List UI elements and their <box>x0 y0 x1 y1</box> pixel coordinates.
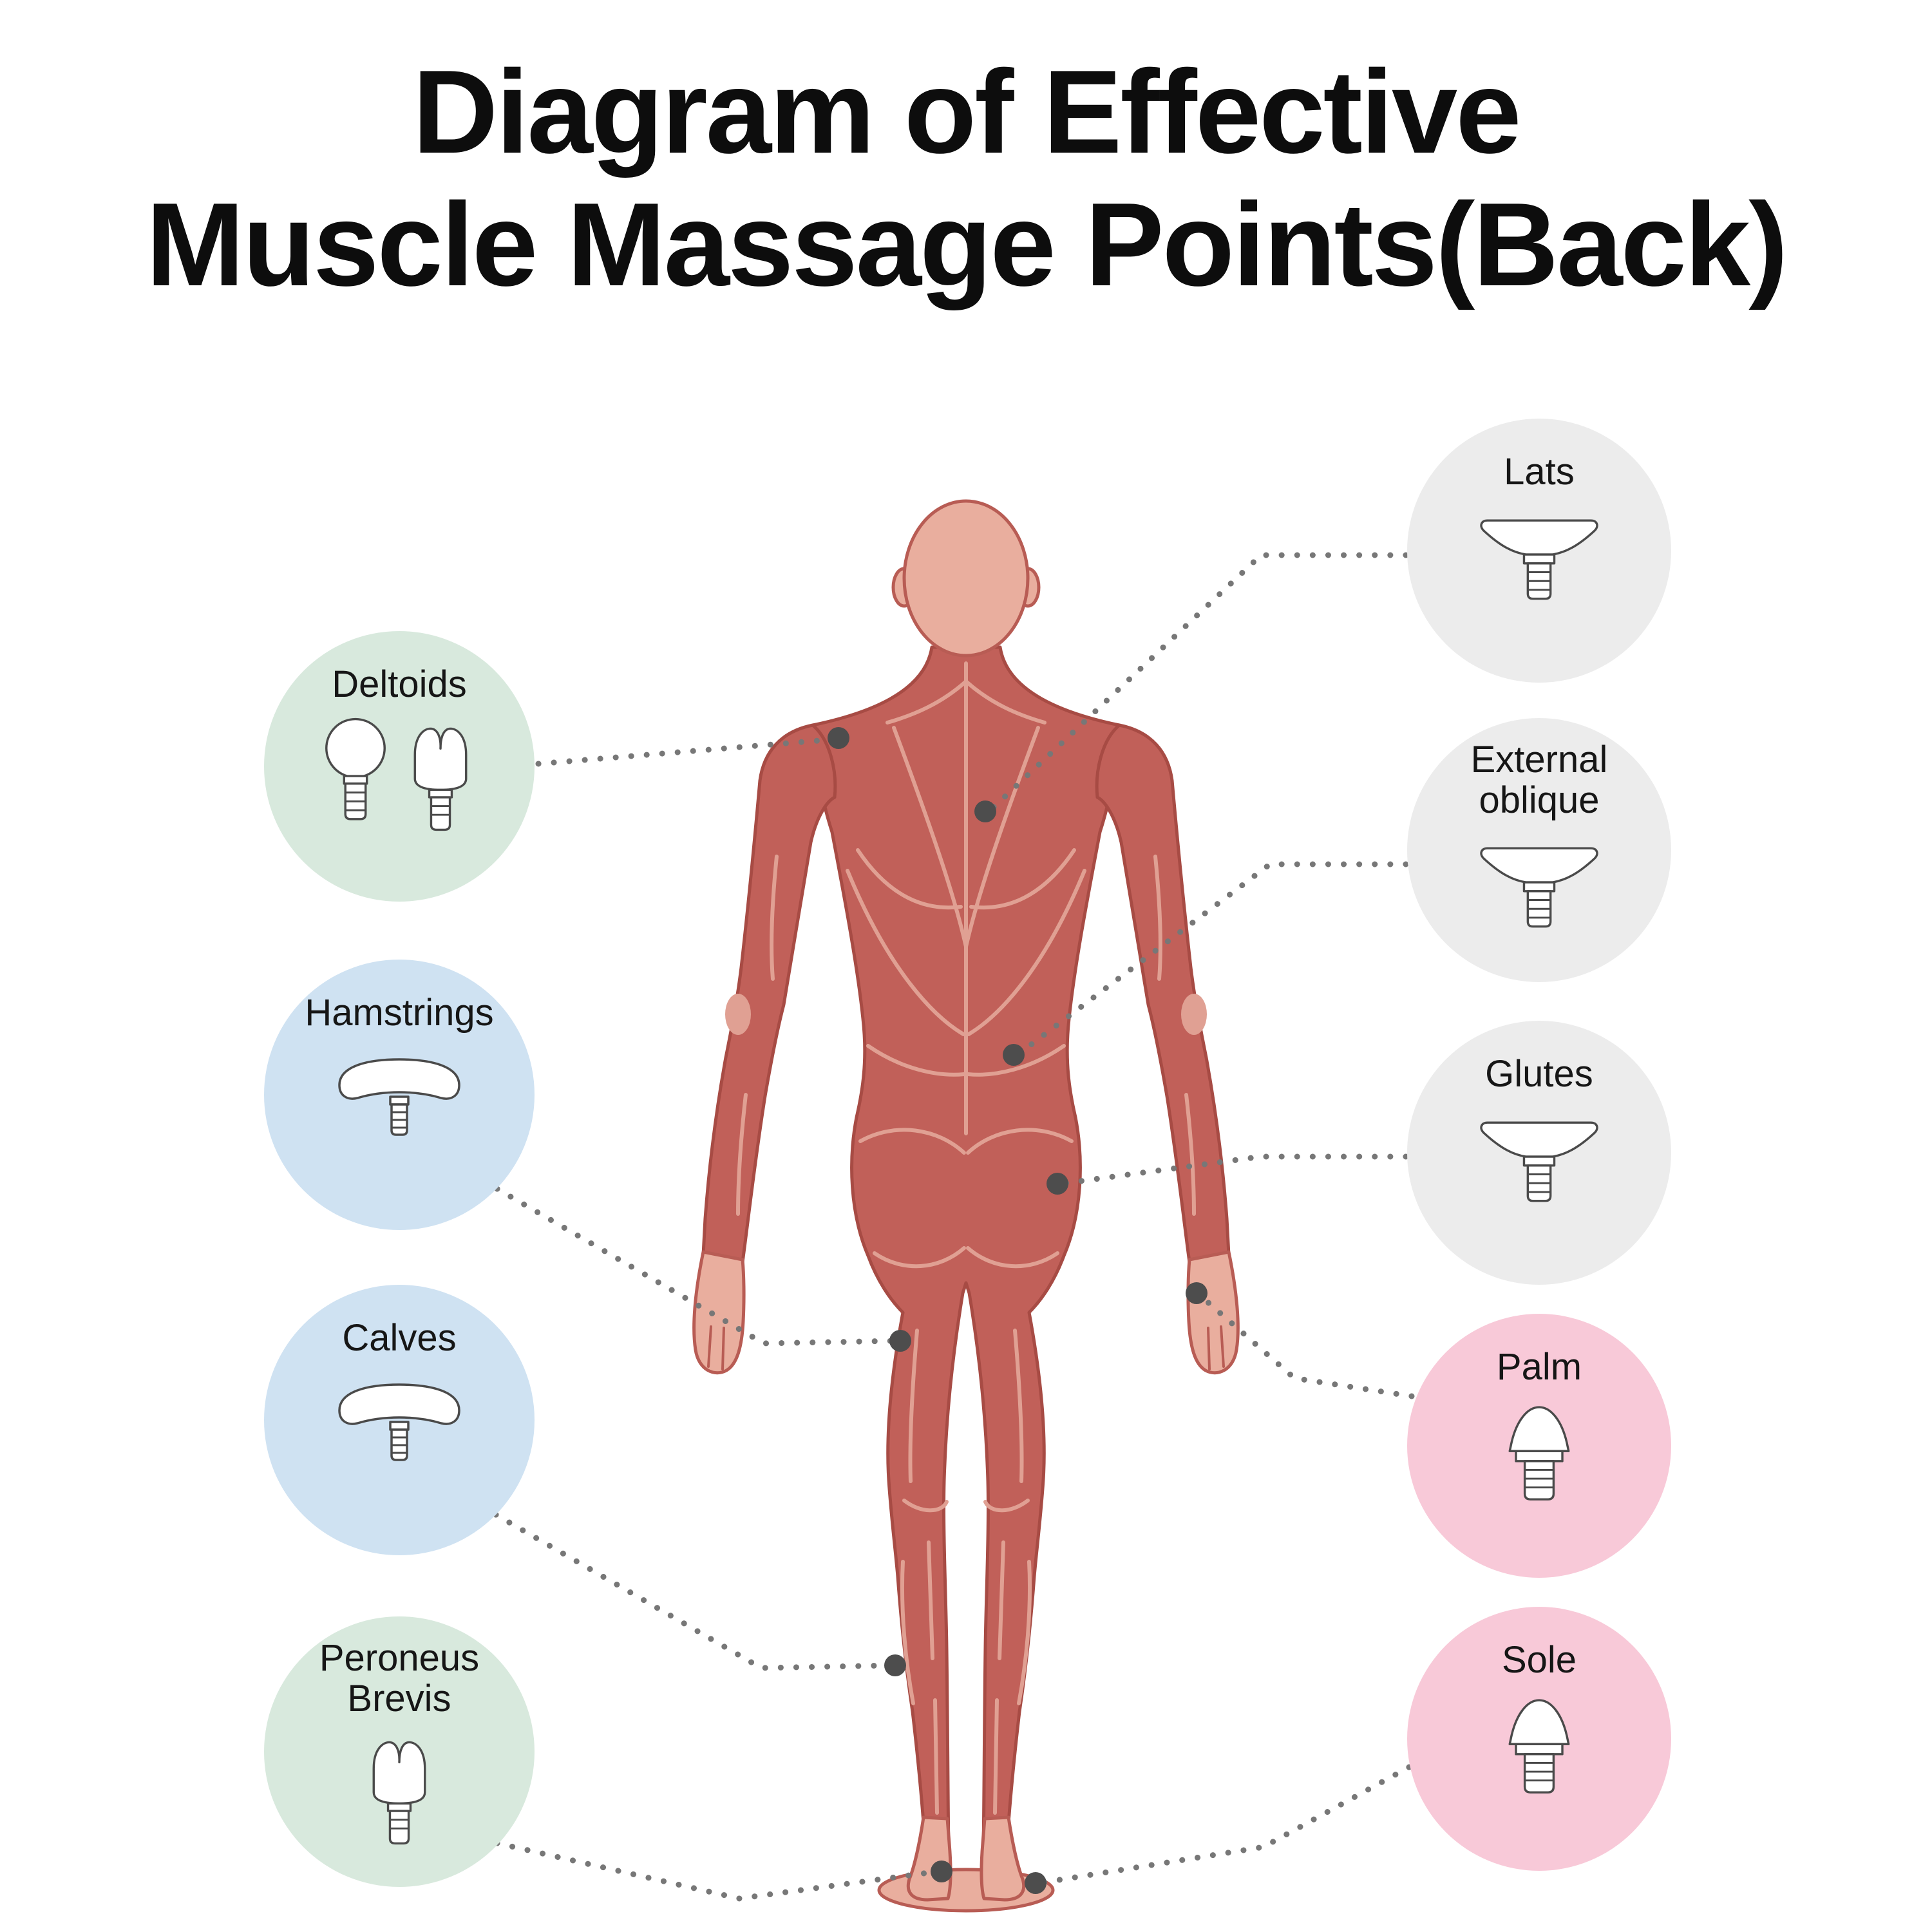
badge-deltoids-icons <box>317 714 481 840</box>
massage-point-sole <box>1025 1872 1046 1894</box>
badge-calves: Calves <box>264 1285 535 1555</box>
curved-flat-head-icon <box>338 1383 460 1461</box>
badge-sole: Sole <box>1407 1607 1671 1871</box>
connector-sole <box>1036 1764 1412 1886</box>
badge-calves-icons <box>331 1368 468 1470</box>
connector-glutes <box>1058 1153 1409 1187</box>
badge-hamstrings-icons <box>331 1043 468 1144</box>
connector-deltoids <box>535 736 838 767</box>
badge-deltoids-label: Deltoids <box>332 663 467 705</box>
badge-lats: Lats <box>1407 419 1671 683</box>
right-hand <box>1186 1250 1240 1375</box>
badge-glutes: Glutes <box>1407 1021 1671 1285</box>
fork-head-icon <box>372 1741 426 1845</box>
badge-external-oblique-icons <box>1476 829 1602 940</box>
badge-palm: Palm <box>1407 1314 1671 1578</box>
badge-hamstrings-label: Hamstrings <box>305 992 494 1034</box>
fork-head-icon <box>413 727 468 831</box>
right-arm <box>1095 723 1231 1264</box>
title-line-2: Muscle Massage Points(Back) <box>146 178 1788 311</box>
massage-points <box>828 727 1208 1894</box>
badge-peroneus-brevis-label-line-2: Brevis <box>347 1677 451 1719</box>
right-elbow-patch <box>1181 994 1207 1035</box>
badge-peroneus-brevis-label-line-1: Peroneus <box>319 1637 480 1679</box>
massage-point-lats <box>974 800 996 822</box>
left-hand <box>692 1250 746 1375</box>
flat-head-icon <box>1480 519 1598 600</box>
left-arm <box>701 723 837 1264</box>
title-line-1: Diagram of Effective <box>412 45 1521 178</box>
badge-external-oblique-label: External oblique <box>1470 739 1608 821</box>
massage-point-hamstrings <box>889 1330 911 1352</box>
connector-peroneus-brevis <box>494 1840 941 1902</box>
muscle-detail-lines <box>736 661 1196 1815</box>
curved-flat-head-icon <box>338 1057 460 1136</box>
connector-calves <box>493 1511 895 1671</box>
badge-hamstrings-label-line: Hamstrings <box>305 992 494 1034</box>
floor-base <box>877 1868 1055 1913</box>
badge-palm-label: Palm <box>1497 1347 1582 1388</box>
badge-external-oblique: External oblique <box>1407 718 1671 982</box>
finger-lines <box>707 1325 1225 1370</box>
badge-calves-label: Calves <box>342 1318 456 1359</box>
badge-glutes-label: Glutes <box>1485 1054 1593 1095</box>
bullet-head-icon <box>1508 1406 1570 1501</box>
flat-head-icon <box>1480 1121 1598 1202</box>
badge-glutes-icons <box>1476 1104 1602 1215</box>
bullet-head-icon <box>1508 1699 1570 1794</box>
connector-hamstrings <box>494 1186 900 1347</box>
ball-head-icon <box>325 717 386 820</box>
badge-lats-icons <box>1476 502 1602 612</box>
badge-deltoids-label-line: Deltoids <box>332 663 467 705</box>
connectors <box>493 552 1415 1902</box>
massage-point-glutes <box>1046 1173 1068 1195</box>
badge-palm-label-line: Palm <box>1496 1346 1582 1388</box>
badge-glutes-label-line: Glutes <box>1485 1053 1593 1095</box>
badge-deltoids: Deltoids <box>264 631 535 902</box>
massage-point-calves <box>884 1654 906 1676</box>
badge-external-oblique-label-line-2: oblique <box>1479 779 1600 821</box>
badge-lats-label: Lats <box>1504 451 1575 493</box>
badge-peroneus-brevis-label: Peroneus Brevis <box>319 1638 479 1719</box>
badge-hamstrings: Hamstrings <box>264 960 535 1230</box>
left-elbow-patch <box>725 994 751 1035</box>
left-foot <box>906 1815 952 1902</box>
badge-peroneus-brevis: Peroneus Brevis <box>264 1616 535 1887</box>
massage-point-deltoids <box>828 727 849 749</box>
badge-sole-icons <box>1492 1690 1586 1810</box>
massage-point-palm <box>1186 1282 1208 1304</box>
badge-palm-icons <box>1492 1397 1586 1517</box>
flat-head-icon <box>1480 847 1598 928</box>
badge-peroneus-brevis-icons <box>359 1728 440 1854</box>
right-foot <box>980 1815 1026 1902</box>
badge-calves-label-line: Calves <box>342 1317 457 1359</box>
connector-external-oblique <box>1014 861 1409 1058</box>
head <box>902 499 1030 658</box>
page-title: Diagram of Effective Muscle Massage Poin… <box>0 45 1932 310</box>
connector-palm <box>1197 1293 1415 1399</box>
connector-lats <box>986 552 1409 815</box>
badge-sole-label: Sole <box>1502 1640 1577 1681</box>
badge-sole-label-line: Sole <box>1501 1639 1577 1681</box>
massage-point-peroneus-brevis <box>931 1861 952 1882</box>
badge-external-oblique-label-line-1: External <box>1470 739 1608 781</box>
badge-lats-label-line: Lats <box>1504 451 1575 493</box>
massage-point-external-oblique <box>1003 1044 1025 1066</box>
